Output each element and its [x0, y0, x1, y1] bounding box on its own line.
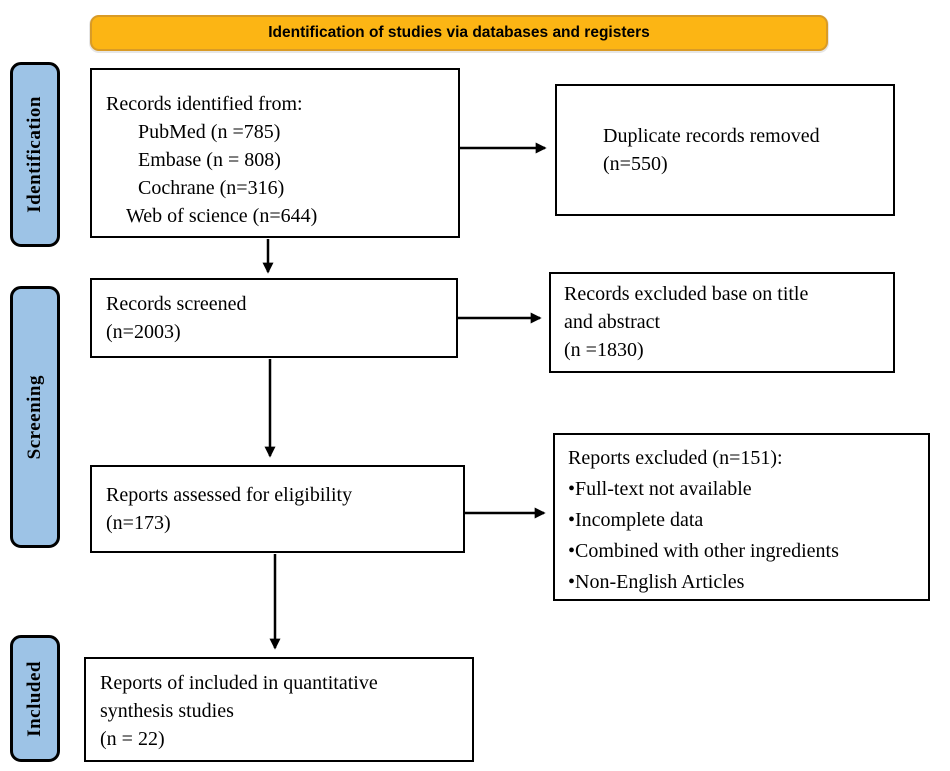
sidebar-label-screening: Screening [10, 286, 60, 548]
box-line: Duplicate records removed [603, 125, 820, 147]
box-line: (n = 22) [100, 728, 165, 750]
box-duplicates-removed: Duplicate records removed (n=550) [555, 84, 895, 216]
box-line: Records identified from: [106, 93, 303, 115]
screening-label: Screening [24, 374, 45, 460]
banner-label: Identification of studies via databases … [268, 24, 650, 41]
identification-label: Identification [24, 96, 45, 213]
box-line: and abstract [564, 311, 661, 333]
box-line: synthesis studies [100, 700, 234, 722]
box-line: Reports of included in quantitative [100, 672, 378, 694]
box-records-excluded: Records excluded base on title and abstr… [549, 272, 895, 373]
box-line: Records excluded base on title [564, 283, 809, 305]
box-line: •Combined with other ingredients [568, 540, 839, 562]
sidebar-label-included: Included [10, 635, 60, 762]
banner: Identification of studies via databases … [90, 15, 828, 51]
box-line: •Full-text not available [568, 478, 752, 500]
included-label: Included [24, 660, 45, 737]
box-reports-excluded: Reports excluded (n=151): •Full-text not… [553, 433, 930, 601]
box-reports-included: Reports of included in quantitative synt… [84, 657, 474, 762]
box-line: Cochrane (n=316) [138, 177, 285, 199]
box-line: (n=550) [603, 153, 668, 175]
sidebar-label-identification: Identification [10, 62, 60, 247]
box-records-screened: Records screened (n=2003) [90, 278, 458, 358]
box-records-identified: Records identified from: PubMed (n =785)… [90, 68, 460, 238]
box-line: (n =1830) [564, 339, 644, 361]
box-reports-assessed: Reports assessed for eligibility (n=173) [90, 465, 465, 553]
box-line: •Incomplete data [568, 509, 704, 531]
box-line: Records screened [106, 293, 247, 315]
box-line: (n=173) [106, 512, 171, 534]
box-line: Reports excluded (n=151): [568, 447, 783, 469]
box-line: Web of science (n=644) [126, 205, 318, 227]
box-line: •Non-English Articles [568, 571, 745, 593]
box-line: (n=2003) [106, 321, 181, 343]
box-line: Reports assessed for eligibility [106, 484, 353, 506]
box-line: PubMed (n =785) [138, 121, 281, 143]
box-line: Embase (n = 808) [138, 149, 281, 171]
